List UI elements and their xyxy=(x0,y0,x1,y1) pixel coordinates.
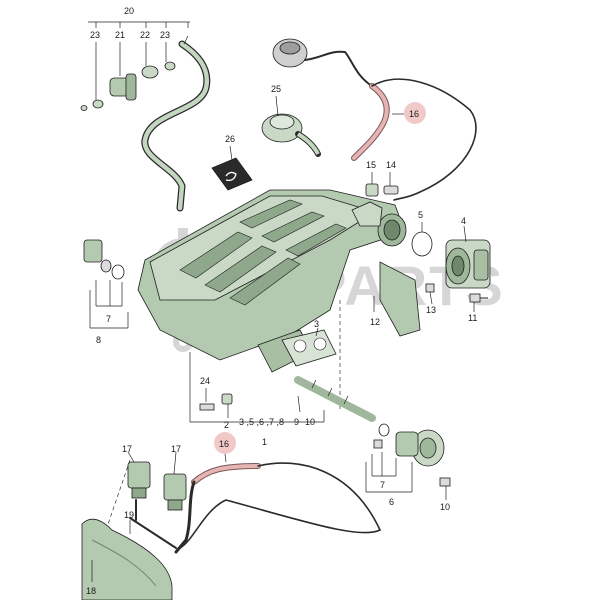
intake-manifold xyxy=(137,189,421,373)
label-24: 24 xyxy=(200,376,210,386)
vacuum-unit-top xyxy=(272,38,373,87)
label-7-left: 7 xyxy=(106,314,111,324)
label-6: 6 xyxy=(389,497,394,507)
callout-16-top-highlight xyxy=(404,102,426,124)
part-17-solenoid-left xyxy=(127,461,151,499)
part-5-o-ring xyxy=(411,231,433,257)
label-2: 2 xyxy=(224,420,229,430)
part-13-bolt xyxy=(425,283,435,293)
label-10-mid: 10 xyxy=(305,417,315,427)
label-20: 20 xyxy=(124,6,134,16)
label-9: 9 xyxy=(294,417,299,427)
label-1: 1 xyxy=(262,437,267,447)
label-26: 26 xyxy=(225,134,235,144)
label-3: 3 xyxy=(314,319,319,329)
label-5: 5 xyxy=(418,210,423,220)
part-3-gasket xyxy=(281,329,337,367)
left-fitting xyxy=(83,239,125,280)
part-17-solenoid-right xyxy=(163,473,187,511)
label-16-bottom: 16 xyxy=(219,439,229,449)
label-4: 4 xyxy=(461,216,466,226)
part-11-bolt xyxy=(469,293,488,303)
group-7-6-bracket-right xyxy=(365,452,413,493)
part-24-screw xyxy=(199,403,215,411)
part-2-bolt xyxy=(221,393,233,405)
part-21-valve xyxy=(109,73,137,101)
part-16-vacuum-hose-bottom xyxy=(129,462,382,554)
label-15: 15 xyxy=(366,160,376,170)
part-22-clamp xyxy=(141,65,159,79)
vacuum-actuator xyxy=(373,423,445,467)
part-15-sensor xyxy=(365,183,379,197)
label-23-b: 23 xyxy=(160,30,170,40)
label-14: 14 xyxy=(386,160,396,170)
part-25-pressure-valve xyxy=(261,113,321,157)
label-19: 19 xyxy=(124,510,134,520)
label-16-top: 16 xyxy=(409,109,419,119)
label-23-a: 23 xyxy=(90,30,100,40)
part-18-engine-cover xyxy=(81,518,173,601)
group-7-8-bracket-left xyxy=(89,280,129,329)
label-18: 18 xyxy=(86,586,96,596)
part-10-bolt-right xyxy=(439,477,451,487)
label-17-a: 17 xyxy=(122,444,132,454)
label-21: 21 xyxy=(115,30,125,40)
label-12: 12 xyxy=(370,317,380,327)
label-8: 8 xyxy=(96,335,101,345)
label-11: 11 xyxy=(468,313,477,323)
label-25: 25 xyxy=(271,84,281,94)
label-17-b: 17 xyxy=(171,444,181,454)
manifold-runners xyxy=(179,199,347,306)
label-10-right: 10 xyxy=(440,502,450,512)
part-14-plug xyxy=(383,185,399,195)
part-4-throttle-body xyxy=(445,239,491,289)
callout-labels: 20 23 21 22 23 25 16 26 15 14 5 4 13 11 … xyxy=(86,6,477,596)
label-22: 22 xyxy=(140,30,150,40)
label-7-right: 7 xyxy=(380,480,385,490)
part-23-clip xyxy=(80,61,176,111)
part-16-vacuum-hose-top xyxy=(351,78,477,201)
breather-hose xyxy=(141,40,211,212)
group-1-bracket xyxy=(189,300,341,423)
label-13: 13 xyxy=(426,305,436,315)
part-9-shift-rail xyxy=(294,376,376,422)
label-3-5-6-7-8: 3 ,5 ,6 ,7 ,8 xyxy=(239,417,284,427)
part-26-label-plate xyxy=(211,157,253,191)
group-20-bracket xyxy=(88,21,190,28)
callout-16-bottom-highlight xyxy=(214,432,236,454)
